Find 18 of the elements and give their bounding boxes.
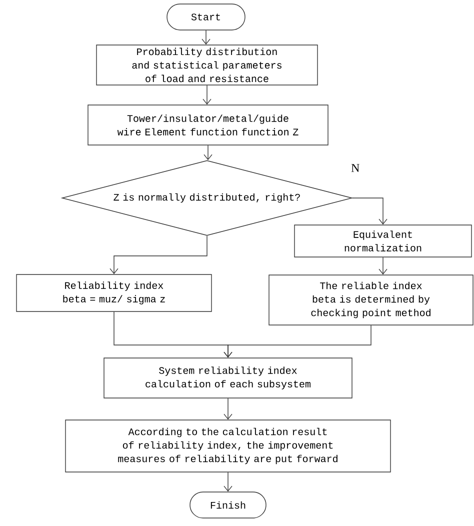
process-box: System reliability index calculation of each subsystem bbox=[104, 358, 352, 398]
process-box: Tower/insulator/metal/guide wire Element function function Z bbox=[88, 104, 328, 146]
arrow bbox=[202, 85, 212, 105]
arrow bbox=[224, 472, 232, 492]
terminal-box: Finish bbox=[190, 492, 266, 518]
terminal-box: Start bbox=[166, 4, 246, 30]
process-box: Probability distribution and statistical parameters of load and resistance bbox=[96, 44, 318, 86]
arrow bbox=[378, 257, 388, 275]
arrow bbox=[202, 30, 210, 45]
arrow bbox=[204, 145, 212, 160]
arrow bbox=[352, 198, 388, 225]
arrow bbox=[224, 325, 372, 358]
process-box: According to the calculation result of reliability index, the improvement measures of reliability are put forward bbox=[65, 420, 391, 472]
process-box: Reliability index beta = muz/ sigma z bbox=[16, 274, 212, 312]
arrow bbox=[224, 398, 232, 420]
arrow bbox=[110, 236, 208, 274]
process-box: Equivalent normalization bbox=[294, 224, 472, 258]
process-box: The reliable index beta is determined by checking point method bbox=[268, 274, 474, 326]
